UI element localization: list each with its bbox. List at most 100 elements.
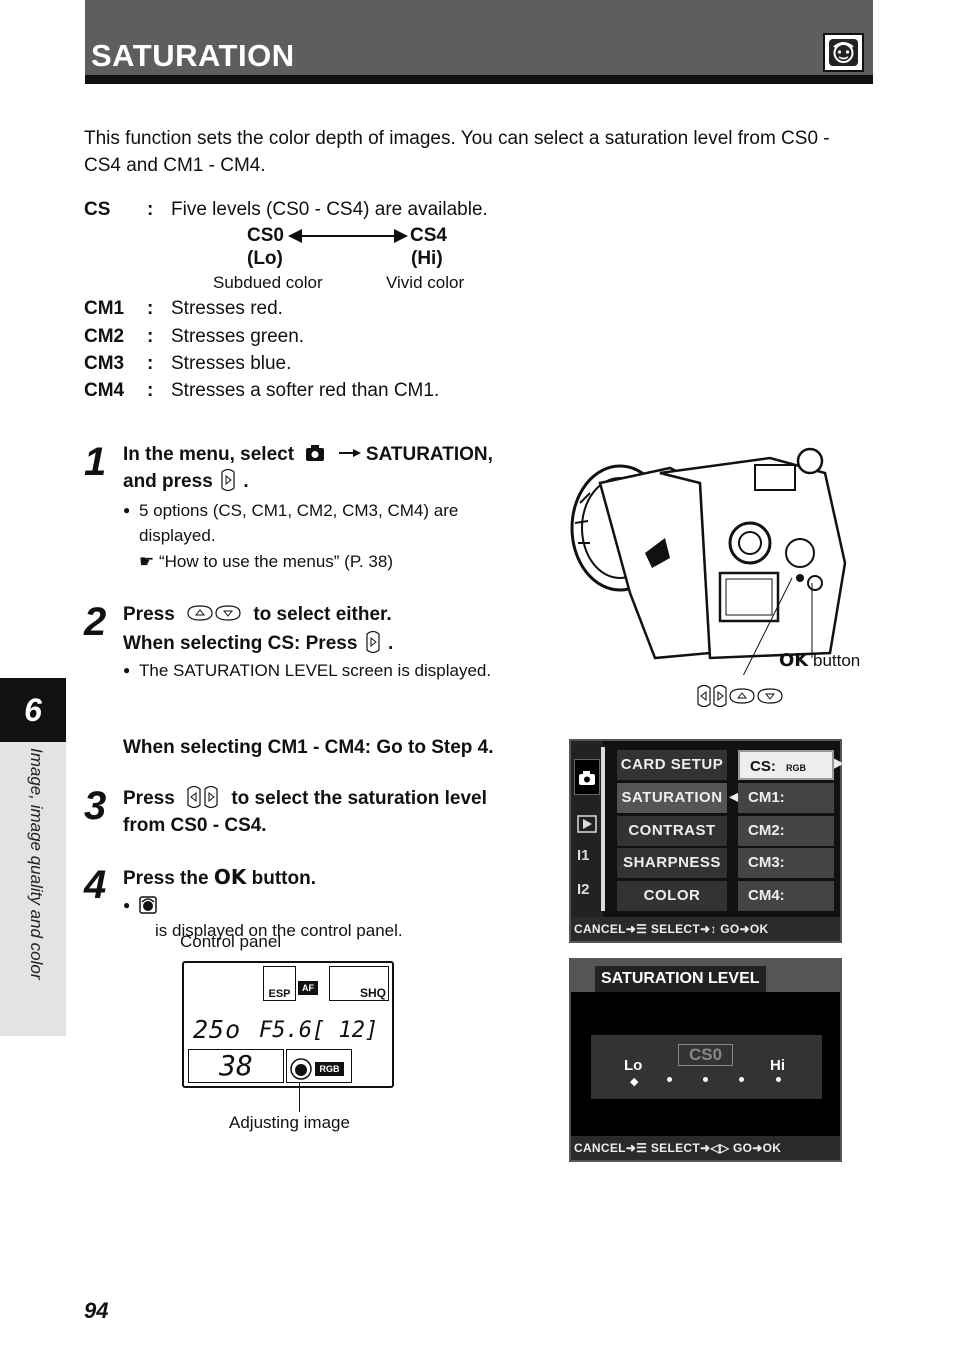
step-extra: When selecting CM1 - CM4: Go to Step 4.	[123, 737, 494, 758]
step-title-text: button.	[251, 868, 316, 889]
level-title-bar: SATURATION LEVEL	[571, 960, 840, 992]
definition-text: Stresses blue.	[171, 353, 292, 374]
scale-low-label: CS0	[247, 225, 284, 246]
definition-colon: :	[147, 199, 154, 220]
menu-item-saturation[interactable]: SATURATION	[617, 783, 727, 813]
arrow-right-icon	[338, 449, 361, 457]
scale-high-sub: (Hi)	[411, 248, 443, 269]
esp-indicator: ESP	[263, 966, 296, 1001]
ok-button-label: OK button	[779, 650, 861, 671]
dial-up-down-icon	[187, 605, 241, 621]
step-title: Press the OK button.	[123, 864, 316, 892]
step-title-text: Press	[123, 788, 175, 809]
step-title: Press to select the saturation level	[123, 785, 487, 812]
level-slider-panel[interactable]: Lo Hi CS0 ◆	[591, 1035, 822, 1099]
menu-item-contrast[interactable]: CONTRAST	[617, 816, 727, 846]
step-title-text: Press	[123, 604, 175, 625]
saturation-face-icon	[823, 33, 864, 72]
dial-left-right-icon	[187, 785, 218, 809]
control-panel-caption: Control panel	[180, 932, 282, 951]
step-bullet: is displayed on the control panel.	[123, 893, 503, 943]
definition-text: Stresses a softer red than CM1.	[171, 380, 440, 401]
step-bullet: 5 options (CS, CM1, CM2, CM3, CM4) are d…	[123, 498, 513, 548]
arrow-pad-icon	[697, 684, 783, 708]
adjusting-image-box: RGB	[286, 1049, 352, 1083]
step-title-text: to select the saturation level	[231, 788, 487, 809]
step-bullet: The SATURATION LEVEL screen is displayed…	[123, 658, 543, 683]
option-cm4[interactable]: CM4:	[738, 881, 834, 911]
dial-right-icon	[366, 630, 380, 654]
menu-item-sharpness[interactable]: SHARPNESS	[617, 848, 727, 878]
level-title: SATURATION LEVEL	[595, 966, 766, 992]
chapter-title: Image, image quality and color	[27, 748, 46, 980]
step-number: 3	[84, 784, 107, 828]
option-cm3[interactable]: CM3:	[738, 848, 834, 878]
definition-text: Stresses green.	[171, 326, 305, 347]
scale-high-desc: Vivid color	[386, 273, 465, 292]
step-title: In the menu, select SATURATION,	[123, 441, 493, 468]
reference-text: “How to use the menus” (P. 38)	[158, 552, 393, 571]
slider-tick	[739, 1077, 744, 1082]
iso-readout: 25o	[193, 1015, 242, 1044]
rgb-icon: RGB	[786, 763, 807, 773]
slider-pointer-icon: ◆	[630, 1076, 639, 1088]
tab-setup-2[interactable]: I2	[577, 881, 590, 898]
arrow-right-icon: ▶	[834, 755, 844, 770]
step-number: 1	[84, 440, 107, 484]
tab-camera[interactable]	[574, 759, 600, 795]
af-indicator: AF	[298, 981, 318, 995]
menu-tab-column: I1 I2	[571, 741, 603, 917]
step-title-text: to select either.	[253, 604, 392, 625]
tab-setup-1[interactable]: I1	[577, 847, 590, 864]
menu-item-card-setup[interactable]: CARD SETUP	[617, 750, 727, 780]
camera-icon	[306, 445, 325, 461]
page-number: 94	[84, 1298, 109, 1323]
scale-low-sub: (Lo)	[247, 248, 283, 269]
playback-tab-icon[interactable]	[577, 815, 597, 833]
saturation-level-screen: SATURATION LEVEL Lo Hi CS0 ◆ CANCEL➜☰ SE…	[569, 958, 842, 1162]
step-title-line2: and press .	[123, 468, 249, 492]
definition-colon: :	[147, 353, 154, 374]
shq-indicator: SHQ	[329, 966, 389, 1001]
chapter-side-tab: 6 Image, image quality and color	[0, 678, 66, 1036]
level-lo-label: Lo	[624, 1057, 643, 1074]
step-title-text: In the menu, select	[123, 444, 295, 465]
definition-key: CM1	[84, 298, 125, 319]
slider-tick	[667, 1077, 672, 1082]
option-cm2[interactable]: CM2:	[738, 816, 834, 846]
menu-footer: CANCEL➜☰ SELECT➜↕ GO➜OK	[571, 917, 840, 941]
option-cs[interactable]: CS: RGB	[738, 750, 834, 780]
dial-right-icon	[221, 468, 235, 492]
page-title: SATURATION	[91, 38, 295, 73]
intro-paragraph: This function sets the color depth of im…	[84, 128, 830, 176]
aperture-readout: F5.6	[259, 1018, 312, 1043]
step-number: 4	[84, 863, 107, 907]
definition-colon: :	[147, 326, 154, 347]
reference-note: ☛ “How to use the menus” (P. 38)	[139, 549, 393, 574]
pointing-hand-icon: ☛	[139, 552, 155, 571]
scale-low-desc: Subdued color	[213, 273, 323, 292]
menu-item-color-space[interactable]: COLOR SPACE	[617, 881, 727, 934]
adjusting-image-pointer	[299, 1082, 300, 1112]
saturation-face-icon	[290, 1058, 312, 1080]
control-panel-display: ESP AF SHQ 25o F5.6 [ 12] 38 RGB	[182, 961, 394, 1088]
definition-text: Stresses red.	[171, 298, 283, 319]
slider-tick	[703, 1077, 708, 1082]
menu-scrollbar[interactable]	[601, 747, 605, 911]
camera-icon	[579, 771, 595, 785]
step-title: Press to select either.	[123, 601, 392, 628]
step-title-text: SATURATION,	[365, 444, 493, 465]
definition-text: Five levels (CS0 - CS4) are available.	[171, 199, 488, 220]
option-cm1[interactable]: CM1:	[738, 783, 834, 813]
step-title-line2: from CS0 - CS4.	[123, 815, 267, 836]
step-title-text: Press the	[123, 868, 209, 889]
arrow-left-icon: ◀	[729, 788, 740, 804]
definition-key: CM4	[84, 380, 125, 401]
step-title-text: and press	[123, 471, 213, 492]
definition-colon: :	[147, 380, 154, 401]
scale-high-label: CS4	[410, 225, 447, 246]
level-hi-label: Hi	[770, 1057, 785, 1074]
step-title-line2: When selecting CS: Press .	[123, 630, 394, 654]
definition-key: CM3	[84, 353, 125, 374]
level-footer: CANCEL➜☰ SELECT➜◁▷ GO➜OK	[571, 1136, 840, 1160]
